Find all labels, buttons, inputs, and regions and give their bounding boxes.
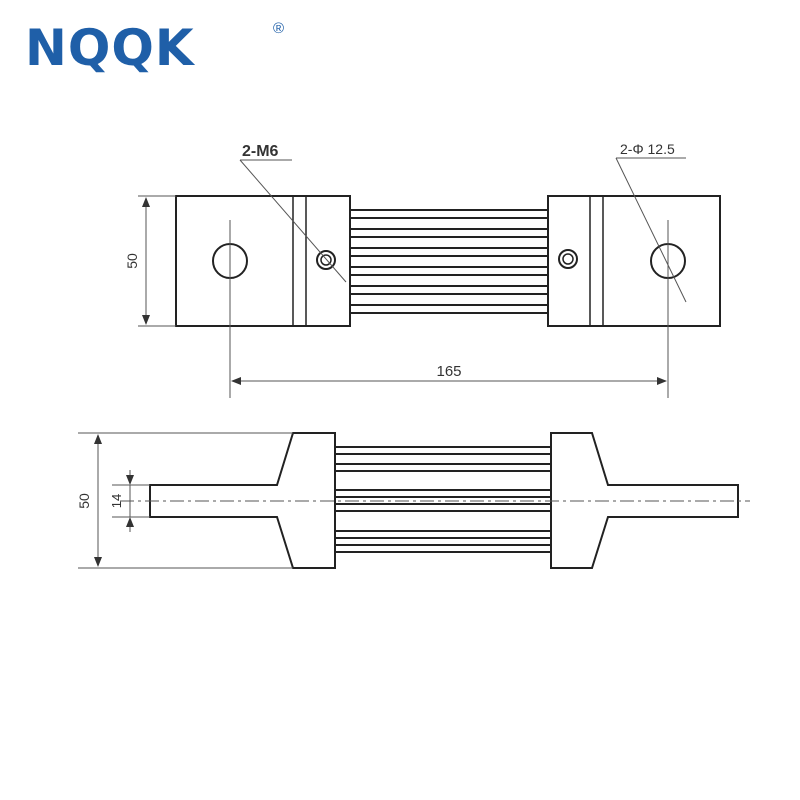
left-m6-screw bbox=[316, 250, 336, 270]
top-height-dimension: 50 bbox=[124, 253, 140, 269]
right-m6-screw bbox=[558, 249, 578, 269]
terminal-thickness-dimension: 14 bbox=[109, 494, 124, 508]
left-terminal-block bbox=[175, 195, 351, 327]
right-terminal-block bbox=[547, 195, 721, 327]
registered-mark: ® bbox=[273, 20, 285, 37]
thread-label: 2-M6 bbox=[242, 143, 279, 160]
side-height-dimension: 50 bbox=[76, 493, 92, 509]
right-terminal-profile bbox=[550, 432, 739, 569]
top-view-dimension-lines bbox=[138, 157, 687, 398]
side-view-dimension-lines bbox=[78, 432, 750, 569]
hole-label: 2-Φ 12.5 bbox=[620, 141, 675, 157]
side-resistor-strips bbox=[334, 446, 552, 553]
brand-name: NQQK bbox=[25, 19, 195, 77]
brand-logo: NQQK ® bbox=[25, 20, 305, 80]
top-view bbox=[175, 195, 721, 327]
resistor-strips bbox=[349, 209, 549, 314]
length-dimension: 165 bbox=[436, 363, 461, 380]
side-view bbox=[149, 432, 739, 569]
